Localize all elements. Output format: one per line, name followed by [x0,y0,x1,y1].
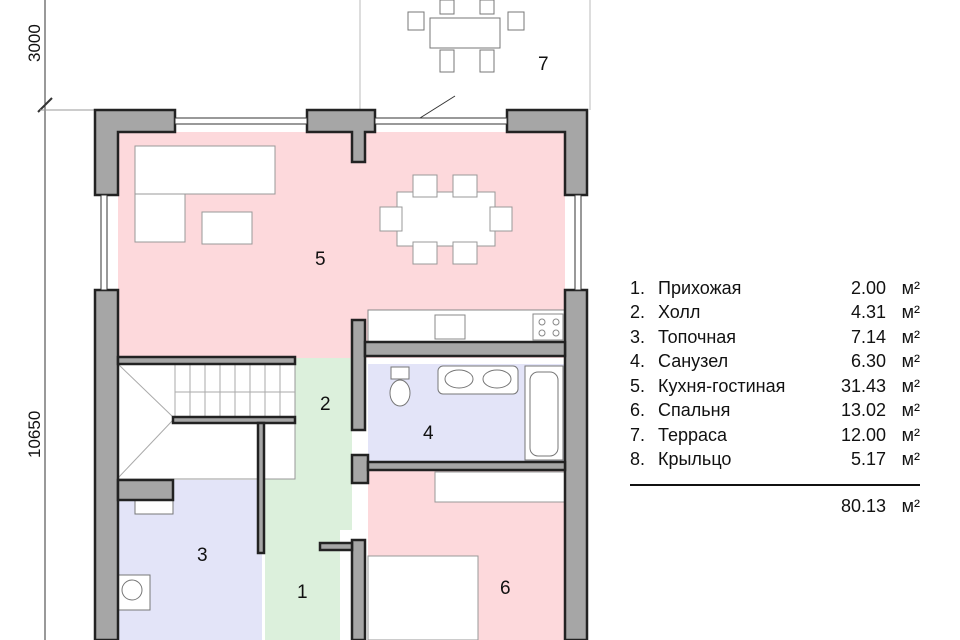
legend-name: Терраса [658,424,728,445]
legend-num: 1. [630,277,646,298]
legend-row: 7. Терраса 12.00 м² [630,423,920,448]
legend-name: Крыльцо [658,449,732,470]
legend-num: 8. [630,449,646,470]
legend-unit: м² [901,424,920,445]
windows [100,117,582,291]
legend-num: 6. [630,400,646,421]
dimension-line [37,0,95,640]
legend-area: 12.00 [840,424,886,445]
room-label-5: 5 [315,249,326,270]
legend-num: 3. [630,326,646,347]
legend-unit: м² [901,302,920,323]
legend-unit: м² [901,326,920,347]
terrace [359,0,591,119]
terrace-table [407,0,525,73]
legend-name: Спальня [658,400,731,421]
stair-steps [117,363,295,479]
room-area-legend: 1. Прихожая 2.00 м² 2. Холл 4.31 м² 3. Топочная… [630,276,920,519]
room-label-6: 6 [500,578,511,599]
legend-num: 4. [630,351,646,372]
legend-row: 6. Спальня 13.02 м² [630,399,920,424]
legend-num: 7. [630,424,646,445]
legend-num: 2. [630,302,646,323]
legend-unit: м² [901,277,920,298]
room-label-2: 2 [320,394,331,415]
legend-row: 1. Прихожая 2.00 м² [630,276,920,301]
legend-unit: м² [901,449,920,470]
legend-name: Прихожая [658,277,742,298]
legend-unit: м² [901,351,920,372]
legend-area: 7.14 [850,326,886,347]
room-label-4: 4 [423,423,434,444]
legend-row: 8. Крыльцо 5.17 м² [630,448,920,473]
legend-name: Топочная [658,326,737,347]
room-label-7: 7 [538,54,549,75]
legend-unit: м² [901,375,920,396]
legend-area: 2.00 [850,277,886,298]
legend-unit: м² [901,400,920,421]
room-label-3: 3 [197,545,208,566]
legend-area: 6.30 [850,351,886,372]
legend-name: Холл [658,302,701,323]
legend-name: Санузел [658,351,729,372]
legend-row: 3. Топочная 7.14 м² [630,325,920,350]
sofa [134,145,276,245]
legend-row: 2. Холл 4.31 м² [630,301,920,326]
bed [367,471,566,640]
dining-table [379,174,513,265]
legend-total-area: 80.13 [840,495,886,516]
legend-area: 4.31 [850,302,886,323]
kitchen-counter [367,309,566,343]
walls [93,108,589,640]
room-label-1: 1 [297,582,308,603]
legend-area: 31.43 [840,375,886,396]
dimension-main: 10650 [25,411,44,458]
dimension-top: 3000 [25,24,44,62]
legend-name: Кухня-гостиная [658,375,786,396]
legend-divider [630,484,920,486]
legend-area: 13.02 [840,400,886,421]
legend-total-row: 80.13 м² [630,494,920,519]
legend-num: 5. [630,375,646,396]
legend-total-unit: м² [901,495,920,516]
legend-row: 4. Санузел 6.30 м² [630,350,920,375]
legend-row: 5. Кухня-гостиная 31.43 м² [630,374,920,399]
legend-area: 5.17 [850,449,886,470]
bathroom-fixtures [389,365,564,461]
